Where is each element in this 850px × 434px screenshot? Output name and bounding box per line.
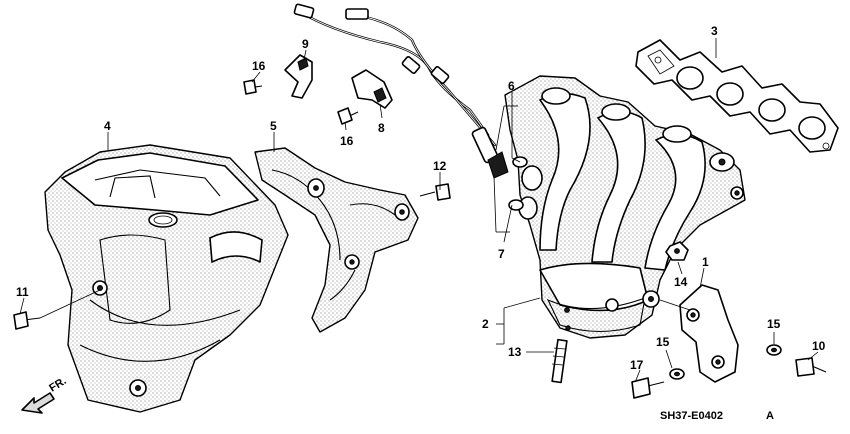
manifold-gasket bbox=[635, 39, 839, 153]
callout-16-upper: 16 bbox=[252, 59, 266, 73]
nut-14 bbox=[665, 241, 689, 261]
oxygen-sensor bbox=[293, 3, 528, 211]
callout-13: 13 bbox=[508, 345, 522, 359]
sensor-clip bbox=[284, 54, 393, 109]
bolt-16-lower bbox=[337, 107, 359, 125]
bolt-16-upper bbox=[243, 79, 263, 95]
callout-10: 10 bbox=[812, 339, 826, 353]
bolt-10 bbox=[795, 357, 827, 377]
callout-17: 17 bbox=[630, 358, 644, 372]
callout-2: 2 bbox=[482, 317, 489, 331]
callout-6: 6 bbox=[508, 79, 515, 93]
callout-16-lower: 16 bbox=[340, 134, 354, 148]
callout-7: 7 bbox=[498, 247, 505, 261]
callout-14: 14 bbox=[674, 275, 688, 289]
callout-15-left: 15 bbox=[656, 335, 670, 349]
direction-label: FR. bbox=[47, 375, 68, 395]
callout-15-right: 15 bbox=[767, 317, 781, 331]
manifold-bracket bbox=[679, 284, 739, 383]
callout-4: 4 bbox=[104, 119, 111, 133]
washer-15-right bbox=[766, 344, 782, 356]
bolt-17 bbox=[631, 377, 665, 399]
leader-lines bbox=[19, 38, 819, 381]
callout-11: 11 bbox=[16, 285, 29, 299]
heat-shield-upper bbox=[44, 144, 289, 413]
callout-12: 12 bbox=[433, 159, 447, 173]
stud-13 bbox=[551, 338, 568, 384]
heat-shield-lower bbox=[254, 147, 419, 333]
bolt-12 bbox=[419, 183, 451, 201]
figure-code: SH37-E0402 bbox=[660, 410, 723, 422]
callout-5: 5 bbox=[270, 119, 277, 133]
callout-8: 8 bbox=[378, 121, 385, 135]
callout-3: 3 bbox=[711, 24, 718, 38]
callout-1: 1 bbox=[702, 255, 709, 269]
callout-9: 9 bbox=[302, 37, 309, 51]
figure-suffix: A bbox=[766, 410, 774, 422]
front-direction-arrow: FR. bbox=[20, 375, 69, 414]
bolt-11 bbox=[13, 311, 41, 330]
washer-15-left bbox=[669, 368, 685, 380]
exhaust-manifold bbox=[504, 75, 746, 339]
